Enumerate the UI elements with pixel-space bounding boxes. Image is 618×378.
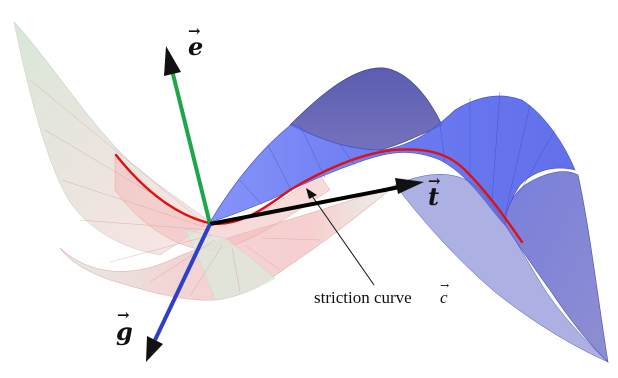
striction-curve-var: c xyxy=(440,288,448,307)
vector-g xyxy=(146,223,212,362)
striction-curve-arrow: → xyxy=(440,279,449,292)
label-g-letter: g xyxy=(116,317,133,346)
surface-right-wing xyxy=(504,171,609,363)
label-striction-curve: striction curve c → xyxy=(314,279,449,307)
label-e-arrow: → xyxy=(188,22,201,40)
label-t: t → xyxy=(428,172,441,211)
annotation-pointer xyxy=(306,188,375,286)
surface-left-part xyxy=(13,21,396,301)
label-g: g → xyxy=(116,306,133,346)
surface-lower-fold xyxy=(394,174,609,363)
label-g-arrow: → xyxy=(117,306,130,324)
surface-blue-sheet xyxy=(209,95,576,226)
label-e: e → xyxy=(188,22,203,61)
striction-curve xyxy=(114,148,524,244)
vector-t xyxy=(209,178,424,226)
label-t-letter: t xyxy=(428,182,439,211)
striction-curve-text: striction curve xyxy=(314,288,412,307)
label-t-arrow: → xyxy=(428,172,441,190)
label-e-letter: e xyxy=(188,32,203,61)
vector-e xyxy=(164,46,212,225)
surface-green-fold xyxy=(184,229,276,301)
